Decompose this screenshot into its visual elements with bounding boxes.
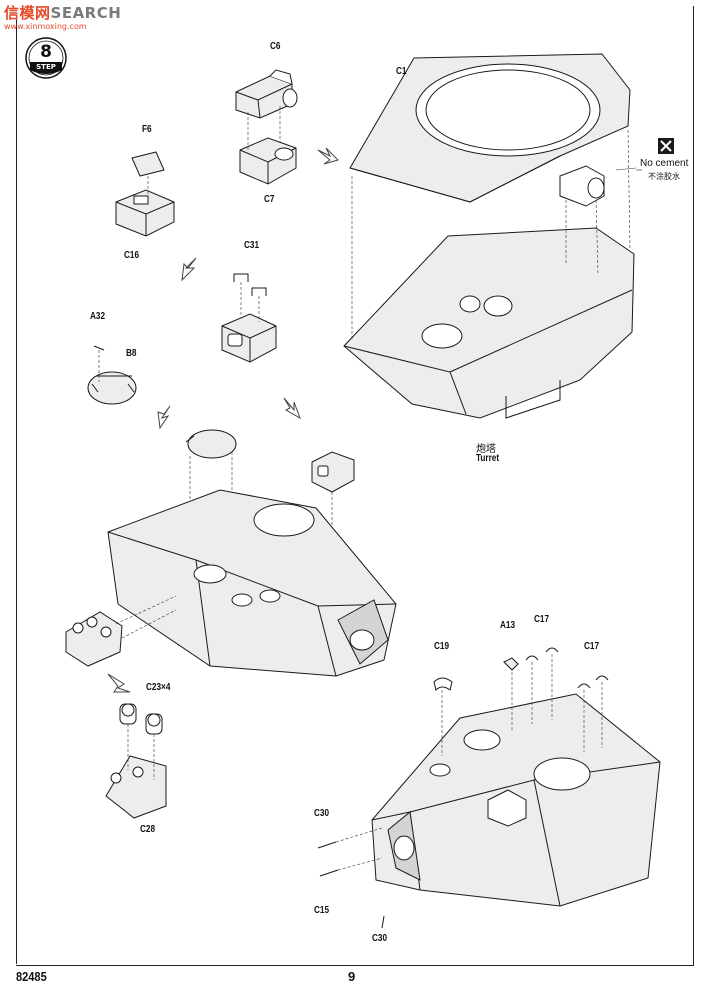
label-c19: C19: [434, 641, 450, 652]
watermark-url: www.xinmoxing.com: [4, 22, 87, 31]
label-c31: C31: [244, 240, 260, 251]
part-a13-drawing: [503, 657, 519, 671]
part-f6-drawing: [131, 151, 165, 177]
part-c7-drawing: [239, 137, 297, 185]
part-a32-b8-drawing: [87, 345, 137, 405]
periscope-group-left-drawing: [65, 611, 123, 667]
watermark-search-text: SEARCH: [50, 4, 122, 22]
label-c28: C28: [140, 824, 156, 835]
step-number: 8: [40, 42, 52, 62]
label-c17-b: C17: [584, 641, 600, 652]
part-c31-drawing: [221, 273, 277, 363]
turret-c1-drawing: [349, 53, 631, 207]
label-c16: C16: [124, 250, 140, 261]
hatch-drawing: [185, 429, 237, 459]
page-frame-right: [693, 6, 694, 966]
page-frame-left: [16, 20, 17, 964]
label-c23: C23×4: [146, 682, 171, 693]
hull-top-left-view-drawing: [107, 489, 397, 677]
turret-caption-en: Turret: [476, 453, 500, 464]
part-c17-drawing: [525, 647, 609, 689]
step-badge: 8 STEP: [25, 37, 67, 79]
watermark-title: 信模网: [4, 4, 51, 22]
turret-lower-hull-drawing: [343, 227, 635, 419]
turret-caption-cn: 炮塔: [476, 444, 496, 455]
page-number: 9: [348, 969, 356, 984]
label-c30-a: C30: [314, 808, 330, 819]
part-c28-drawing: [105, 755, 167, 819]
direction-arrows: [107, 147, 339, 693]
part-c23-drawing: [119, 703, 163, 735]
part-c16-drawing: [115, 189, 175, 237]
part-c19-drawing: [433, 677, 453, 691]
label-c6: C6: [270, 41, 281, 52]
label-a32: A32: [90, 311, 106, 322]
label-b8: B8: [126, 348, 137, 359]
label-c30-b: C30: [372, 933, 388, 944]
no-cement-icon: [658, 138, 674, 154]
part-c31-assembled-drawing: [311, 451, 355, 493]
label-c15: C15: [314, 905, 330, 916]
label-c17-a: C17: [534, 614, 550, 625]
label-f6: F6: [142, 124, 152, 135]
part-c30-c15-drawing: [317, 827, 385, 929]
label-a13: A13: [500, 620, 516, 631]
no-cement-text-cn: 不涂胶水: [648, 172, 680, 181]
part-c6-drawing: [235, 69, 298, 119]
page-frame-bottom: [16, 965, 694, 966]
label-c7: C7: [264, 194, 275, 205]
catalog-number: 82485: [16, 969, 47, 984]
label-c1: C1: [396, 66, 407, 77]
step-label: STEP: [36, 63, 56, 71]
no-cement-text: No cement: [640, 158, 689, 169]
hull-top-right-view-drawing: [371, 693, 661, 907]
watermark-logo: 信模网SEARCH www.xinmoxing.com: [4, 2, 121, 31]
